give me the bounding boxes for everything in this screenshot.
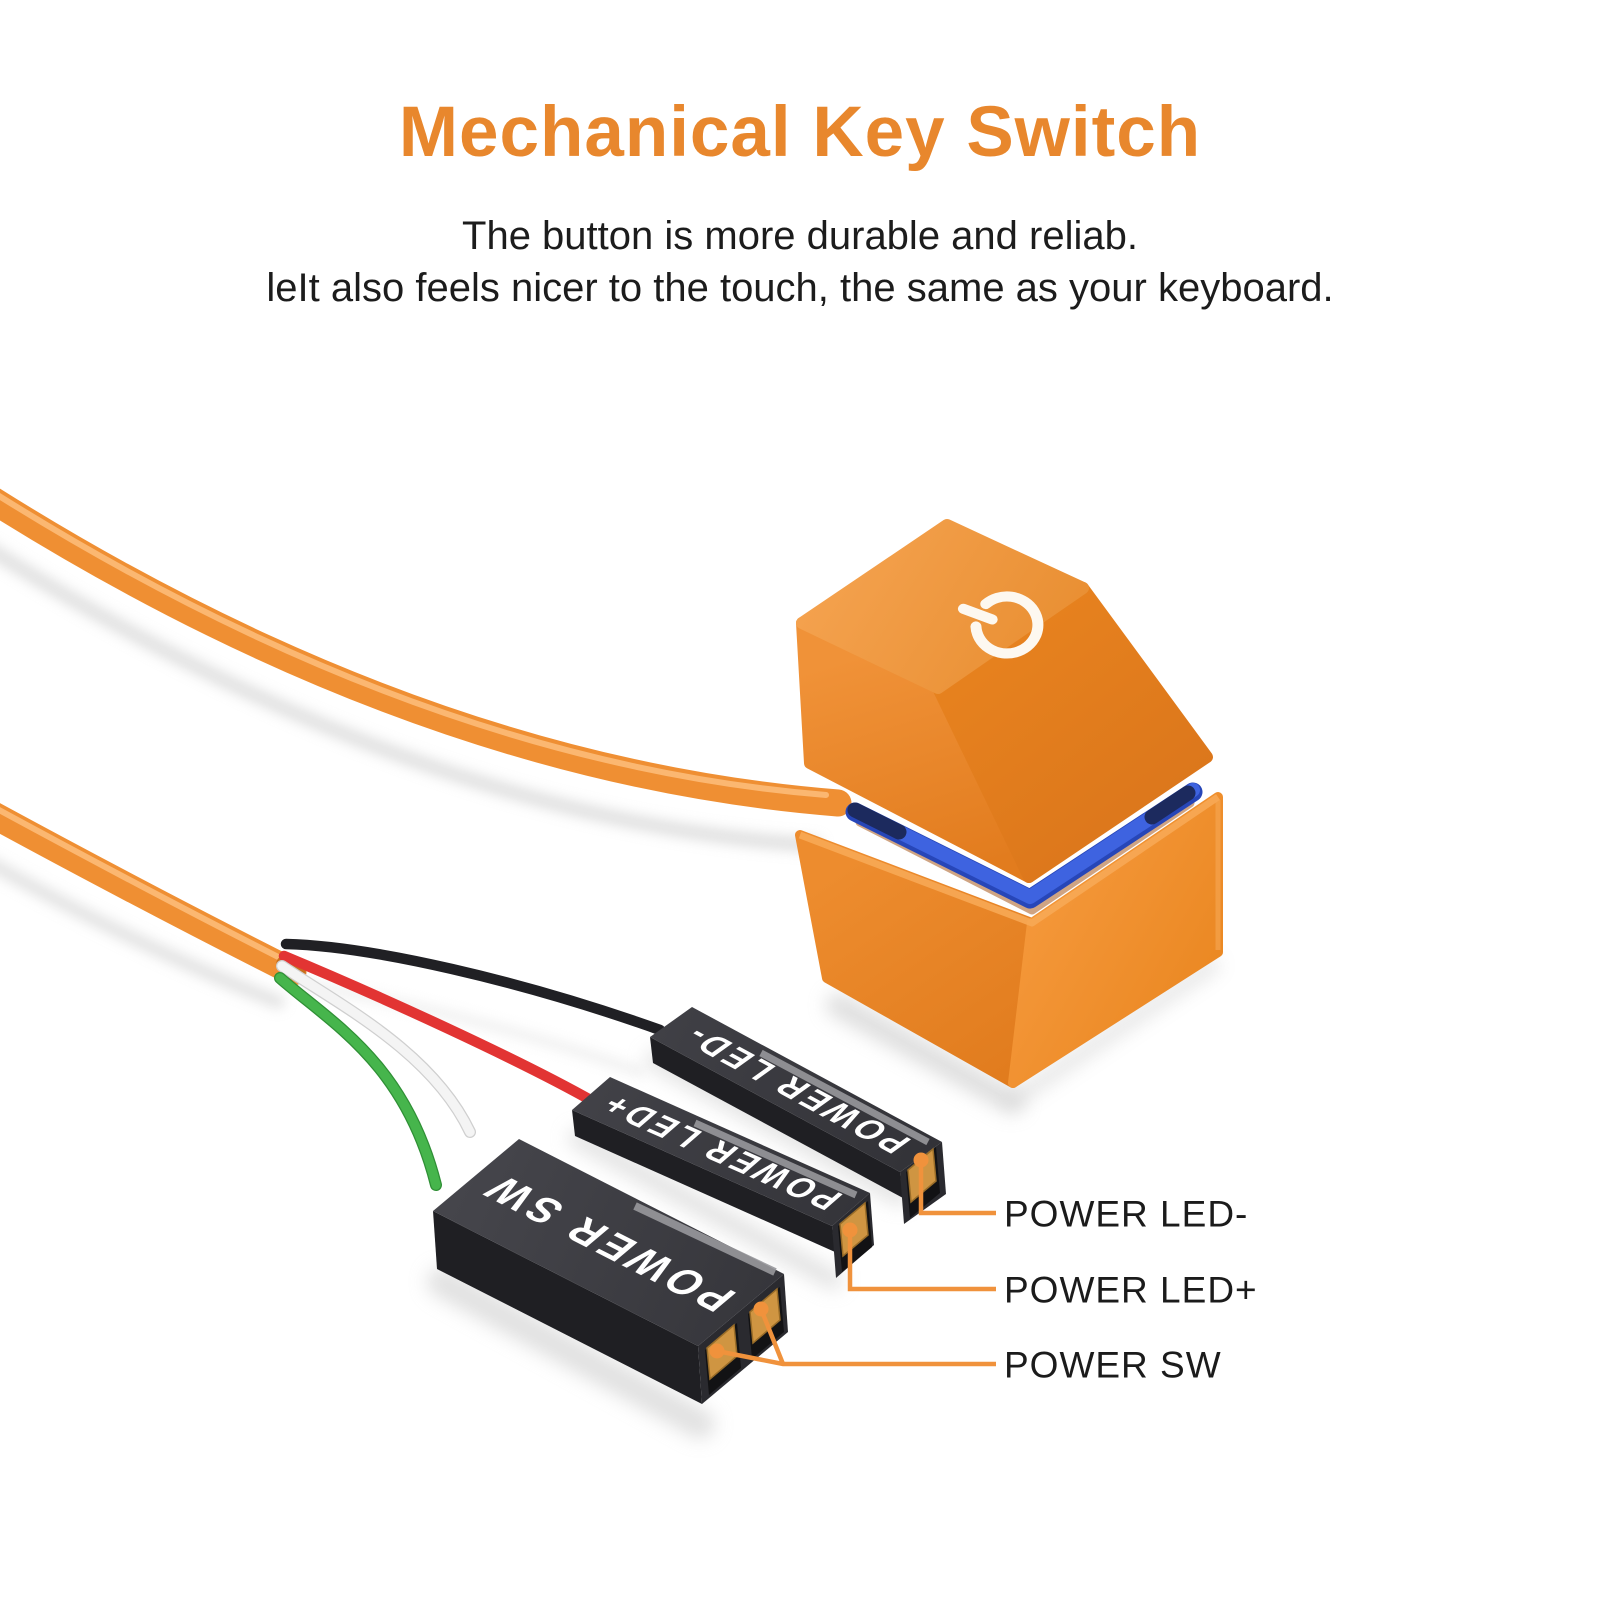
callout-label-sw: POWER SW bbox=[1004, 1345, 1222, 1386]
connector-shadow-sw bbox=[427, 1267, 715, 1439]
led-plus-key-ridge bbox=[693, 1119, 858, 1199]
wire-white bbox=[277, 961, 475, 1137]
callout-power-led-plus: POWER LED+ bbox=[842, 1222, 1258, 1311]
power-icon-stem bbox=[957, 603, 998, 625]
callout-label-led-plus: POWER LED+ bbox=[1004, 1270, 1258, 1311]
callouts: POWER LED- POWER LED+ POWER SW bbox=[709, 1152, 1258, 1386]
led-minus-top-face bbox=[650, 1007, 942, 1172]
base-rim-highlight bbox=[798, 794, 1220, 927]
led-plus-top-face bbox=[572, 1077, 870, 1226]
wire-green bbox=[275, 973, 441, 1190]
callout-power-sw: POWER SW bbox=[709, 1301, 1222, 1386]
upper-cable-body bbox=[0, 488, 852, 817]
callout-line-led-plus bbox=[847, 1230, 996, 1292]
switch-blue-band bbox=[848, 783, 1200, 904]
switch-base bbox=[795, 792, 1223, 1088]
wires bbox=[274, 938, 666, 1191]
led-minus-key-ridge bbox=[759, 1049, 930, 1146]
upper-cable bbox=[0, 488, 852, 817]
lower-cable-body bbox=[0, 803, 307, 986]
subtitle: The button is more durable and reliab. l… bbox=[0, 210, 1600, 314]
callout-dot-sw-2 bbox=[753, 1301, 769, 1317]
subtitle-line-1: The button is more durable and reliab. bbox=[462, 214, 1138, 258]
callout-line-led-minus bbox=[918, 1160, 996, 1216]
switch-blue-housing bbox=[845, 782, 1203, 915]
soft-shadows bbox=[0, 546, 1220, 1439]
callout-dot-led-minus bbox=[913, 1152, 929, 1168]
upper-cable-shadow bbox=[0, 546, 823, 853]
callout-dot-led-plus bbox=[842, 1222, 858, 1238]
keycap-top-face bbox=[796, 519, 1089, 694]
callout-dot-sw-1 bbox=[709, 1343, 725, 1359]
power-icon-arc bbox=[970, 591, 1044, 659]
connector-shadow-led-plus bbox=[568, 1128, 843, 1290]
power-icon bbox=[957, 591, 1044, 659]
lower-cable-highlight bbox=[0, 807, 291, 965]
callout-line-sw-2 bbox=[758, 1308, 786, 1365]
keycap bbox=[796, 519, 1213, 883]
subtitle-line-2: leIt also feels nicer to the touch, the … bbox=[266, 266, 1334, 310]
sw-front-face bbox=[433, 1211, 702, 1404]
base-shadow-right bbox=[1008, 957, 1220, 1106]
base-shadow-left bbox=[826, 993, 1024, 1114]
led-minus-front-face bbox=[650, 1037, 903, 1198]
callout-power-led-minus: POWER LED- bbox=[913, 1152, 1248, 1235]
sw-key-ridge bbox=[633, 1202, 777, 1276]
connector-power-sw: POWER SW bbox=[433, 1139, 788, 1404]
wire-red bbox=[278, 950, 600, 1108]
led-plus-front-face bbox=[572, 1110, 835, 1252]
wire-black bbox=[280, 938, 666, 1036]
sw-top-face bbox=[433, 1139, 784, 1346]
upper-cable-highlight bbox=[0, 492, 829, 798]
wire-shadow bbox=[300, 980, 645, 1077]
switch-navy-right bbox=[1144, 785, 1196, 825]
page-title: Mechanical Key Switch bbox=[398, 93, 1202, 172]
lower-cable-shadow bbox=[0, 860, 285, 1009]
switch-navy-left bbox=[847, 802, 907, 840]
callout-label-led-minus: POWER LED- bbox=[1004, 1194, 1248, 1235]
